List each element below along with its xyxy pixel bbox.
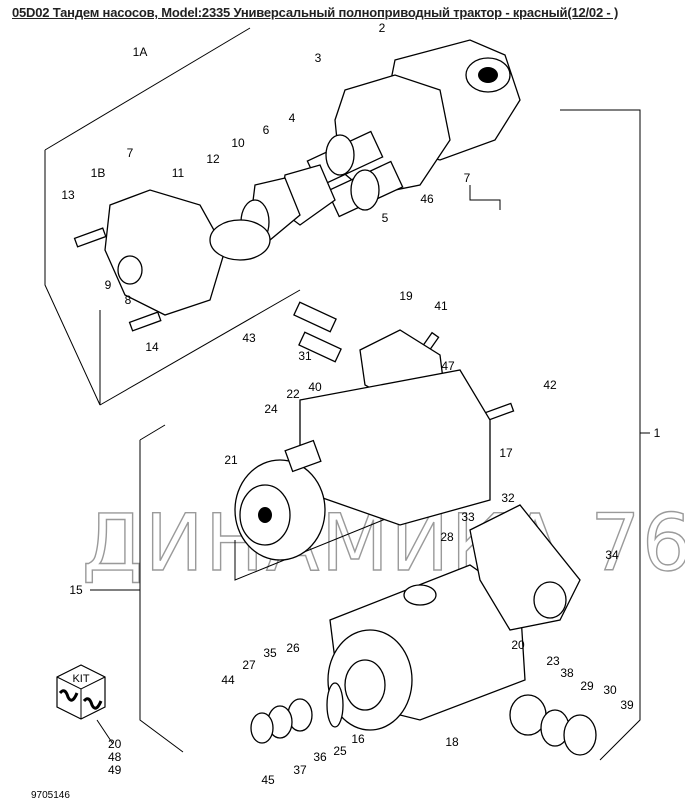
callout-44: 44: [221, 673, 235, 687]
callout-32: 32: [501, 491, 515, 505]
callout-1: 1: [654, 426, 661, 440]
callout-30: 30: [603, 683, 617, 697]
callout-7: 7: [464, 171, 471, 185]
callout-13: 13: [61, 188, 75, 202]
callout-41: 41: [434, 299, 448, 313]
callout-43: 43: [242, 331, 256, 345]
kit-callout: 49: [108, 763, 122, 777]
callout-46: 46: [420, 192, 434, 206]
callout-42: 42: [543, 378, 557, 392]
port-fitting: [533, 581, 567, 619]
callout-35: 35: [263, 646, 277, 660]
callout-21: 21: [224, 453, 238, 467]
callout-22: 22: [286, 387, 300, 401]
callout-15: 15: [69, 583, 83, 597]
callout-14: 14: [145, 340, 159, 354]
callout-11: 11: [172, 166, 185, 180]
kit-icon: KIT: [56, 664, 106, 720]
page-title: 05D02 Тандем насосов, Model:2335 Универс…: [12, 5, 619, 20]
rear-pump-body-part-18: [327, 564, 526, 731]
bolt-14: [128, 311, 162, 332]
callout-33: 33: [461, 510, 475, 524]
fitting-43a: [293, 301, 337, 333]
callout-7: 7: [127, 146, 134, 160]
callout-20: 20: [511, 638, 525, 652]
fitting-43b: [298, 331, 342, 363]
callout-9: 9: [105, 278, 112, 292]
callout-26: 26: [286, 641, 300, 655]
callout-47: 47: [441, 359, 455, 373]
kit-leader: [96, 719, 114, 745]
kit-callout: 20: [108, 737, 122, 751]
callout-4: 4: [289, 111, 296, 125]
callout-27: 27: [242, 658, 256, 672]
callout-5: 5: [382, 211, 389, 225]
callout-6: 6: [263, 123, 270, 137]
callout-39: 39: [620, 698, 634, 712]
gear-shafts: [306, 130, 404, 218]
callout-16: 16: [351, 732, 365, 746]
callout-17: 17: [499, 446, 513, 460]
drawing-number: 9705146: [31, 790, 70, 801]
callout-3: 3: [315, 51, 322, 65]
callout-31: 31: [298, 349, 312, 363]
callout-38: 38: [560, 666, 574, 680]
callout-29: 29: [580, 679, 594, 693]
callout-2: 2: [379, 21, 386, 35]
callout-28: 28: [440, 530, 454, 544]
callout-25: 25: [333, 744, 347, 758]
callout-36: 36: [313, 750, 327, 764]
callout-12: 12: [206, 152, 220, 166]
callout-40: 40: [308, 380, 322, 394]
callout-37: 37: [293, 763, 307, 777]
wear-plates: [240, 164, 336, 245]
callout-19: 19: [399, 289, 413, 303]
callout-23: 23: [546, 654, 560, 668]
kit-callouts: 20 48 49: [108, 738, 121, 777]
callout-18: 18: [445, 735, 459, 749]
assembly-brackets: [44, 27, 650, 761]
callout-1A: 1A: [133, 45, 148, 59]
callout-8: 8: [125, 293, 132, 307]
kit-label: KIT: [72, 673, 89, 685]
callout-34: 34: [605, 548, 619, 562]
seal-rings: [250, 682, 597, 756]
main-pump-body-part-17: [234, 369, 491, 561]
callout-45: 45: [261, 773, 275, 787]
bolt-13: [73, 227, 107, 248]
callout-24: 24: [264, 402, 278, 416]
kit-callout: 48: [108, 750, 122, 764]
callout-1B: 1B: [91, 166, 106, 180]
pump-cover-part-1b: [104, 189, 271, 316]
callout-10: 10: [231, 136, 245, 150]
